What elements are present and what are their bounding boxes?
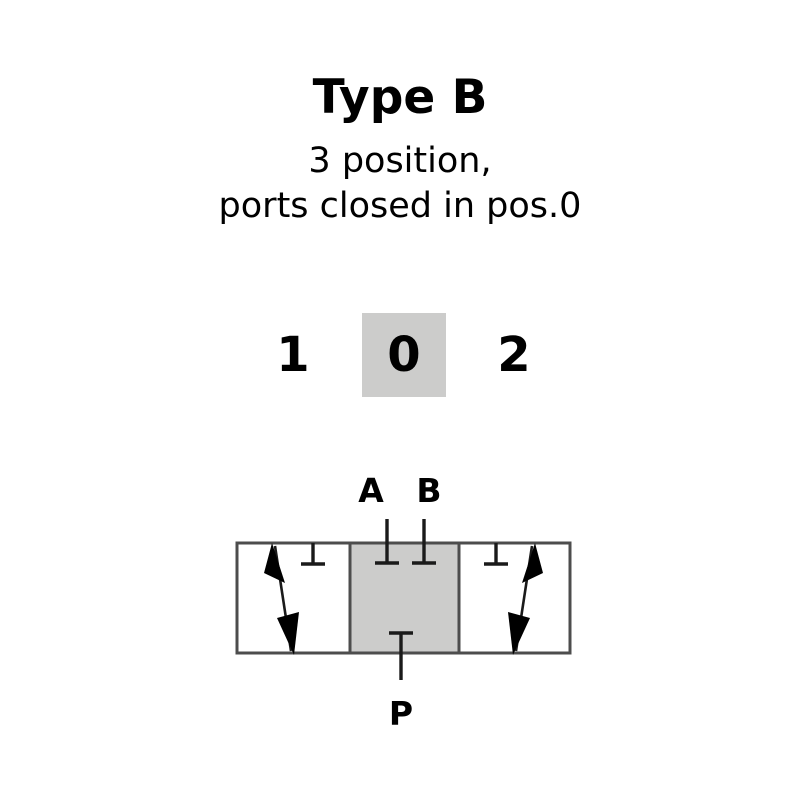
position1-flow-arrow-icon xyxy=(264,543,299,655)
position-number-row: 1 0 2 xyxy=(237,313,570,397)
center-blocked-port-tee-p-icon xyxy=(389,631,413,680)
port-label-b: B xyxy=(416,471,442,510)
center-box-fill xyxy=(350,543,459,653)
position1-blocked-port-tee-icon xyxy=(301,543,325,566)
valve-envelope-outline xyxy=(235,541,572,655)
port-label-a: A xyxy=(358,471,384,510)
page-title: Type B xyxy=(312,70,488,125)
subtitle-line-2: ports closed in pos.0 xyxy=(218,185,582,226)
position2-flow-arrow-icon xyxy=(508,543,543,655)
heading-block: Type B 3 position, ports closed in pos.0 xyxy=(0,74,800,229)
position-label-2: 2 xyxy=(497,327,531,383)
center-blocked-port-tee-b-icon xyxy=(412,519,436,565)
center-blocked-port-tee-a-icon xyxy=(375,519,399,565)
port-label-p: P xyxy=(388,694,414,733)
position-label-0-highlighted: 0 xyxy=(362,313,446,397)
position-label-1: 1 xyxy=(276,327,310,383)
page-subtitle: 3 position, ports closed in pos.0 xyxy=(0,139,800,229)
position2-blocked-port-tee-icon xyxy=(484,543,508,566)
subtitle-line-1: 3 position, xyxy=(308,141,492,181)
